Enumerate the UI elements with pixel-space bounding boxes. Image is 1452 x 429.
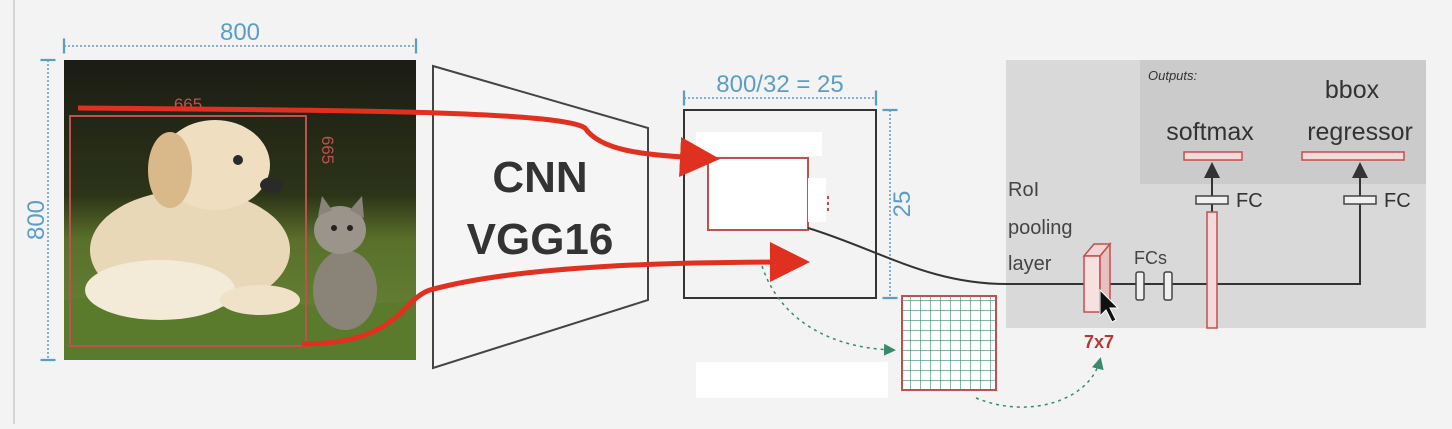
roi-pool-label-line3: layer bbox=[1008, 253, 1052, 275]
detection-head-panel: Outputs: softmax bbox regressor RoI pool… bbox=[807, 60, 1426, 352]
feature-map-width-label: 800/32 = 25 bbox=[716, 71, 843, 98]
input-width-label: 800 bbox=[220, 19, 260, 46]
input-height-label: 800 bbox=[23, 200, 50, 240]
redaction-box bbox=[696, 362, 888, 398]
grid-curve-arrow bbox=[761, 265, 896, 356]
roi-pool-label-line1: RoI bbox=[1008, 179, 1039, 201]
regressor-output-bar bbox=[1301, 151, 1405, 161]
redaction-box bbox=[696, 132, 822, 156]
kitten-illustration bbox=[313, 196, 377, 330]
fc-block-left bbox=[1195, 195, 1229, 205]
outputs-label: Outputs: bbox=[1148, 68, 1198, 83]
cnn-backbone: CNN VGG16 bbox=[432, 64, 649, 370]
projected-roi bbox=[707, 157, 809, 231]
softmax-label: softmax bbox=[1166, 118, 1254, 146]
bbox-label: bbox bbox=[1325, 76, 1380, 104]
input-image bbox=[64, 60, 416, 360]
mouse-cursor-icon bbox=[1099, 288, 1120, 323]
input-height-dimension: 800 bbox=[23, 58, 56, 362]
fc-block-right bbox=[1343, 195, 1377, 205]
feature-flow-line bbox=[807, 176, 1361, 286]
feature-map-height-label: 25 bbox=[889, 191, 916, 218]
fc-right-label: FC bbox=[1384, 190, 1411, 212]
pooled-grid bbox=[901, 295, 997, 391]
outputs-panel bbox=[1140, 60, 1426, 184]
fc-vector bbox=[1206, 211, 1218, 329]
softmax-output-bar bbox=[1183, 151, 1243, 161]
vgg16-label: VGG16 bbox=[467, 215, 614, 264]
dog-illustration bbox=[85, 120, 300, 320]
input-width-dimension: 800 bbox=[62, 19, 418, 54]
redaction-box bbox=[808, 178, 826, 222]
roi-pool-label-line2: pooling bbox=[1008, 217, 1073, 239]
annotation-arrow-bottom bbox=[301, 242, 810, 347]
regressor-label: regressor bbox=[1307, 118, 1413, 146]
fcs-block-1 bbox=[1135, 271, 1145, 301]
cnn-label: CNN bbox=[492, 153, 587, 202]
fc-left-label: FC bbox=[1236, 190, 1263, 212]
pooled-size-label: 7x7 bbox=[1084, 332, 1114, 352]
fcs-block-2 bbox=[1163, 271, 1173, 301]
roi-height-label: 665 bbox=[318, 136, 337, 164]
fcs-label: FCs bbox=[1134, 248, 1167, 268]
annotation-arrow-top bbox=[77, 105, 720, 177]
